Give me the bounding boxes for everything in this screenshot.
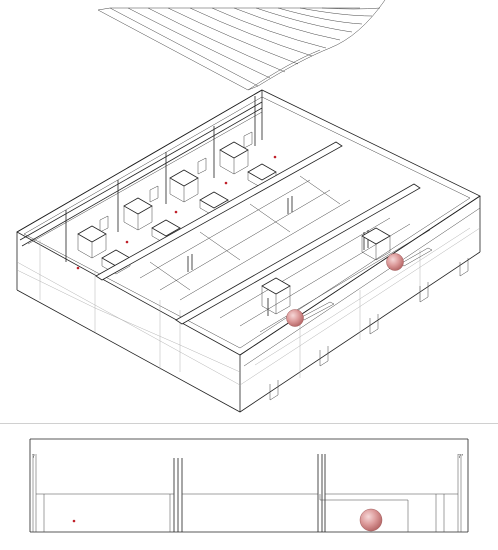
back-wall xyxy=(16,89,263,262)
axonometric-drawing xyxy=(16,0,481,413)
cube-furniture-back xyxy=(77,141,277,275)
marker-dot xyxy=(125,240,129,244)
sphere-object xyxy=(359,508,383,532)
section-view: 7 7’ xyxy=(0,424,498,550)
marker-dot xyxy=(76,266,80,270)
front-wall-openings xyxy=(239,195,481,401)
corrugated-roof-panel xyxy=(97,0,386,91)
cube-furniture-front xyxy=(261,227,433,321)
section-drawing: 7 7’ xyxy=(29,438,469,533)
marker-dot xyxy=(273,155,277,159)
section-label-left: 7 xyxy=(32,454,35,460)
sphere-object xyxy=(286,309,304,327)
building-shell xyxy=(16,89,481,413)
axonometric-view xyxy=(16,0,481,413)
marker-dot xyxy=(72,519,76,523)
sphere-object xyxy=(386,253,404,271)
section-label-right: 7’ xyxy=(458,454,464,460)
section-column xyxy=(317,454,326,532)
markers xyxy=(76,155,277,270)
section-column xyxy=(173,458,183,532)
marker-dot xyxy=(174,210,178,214)
panel-divider xyxy=(0,423,498,424)
roof-beams xyxy=(95,141,421,325)
marker-dot xyxy=(224,181,228,185)
floor-strips xyxy=(119,169,431,333)
